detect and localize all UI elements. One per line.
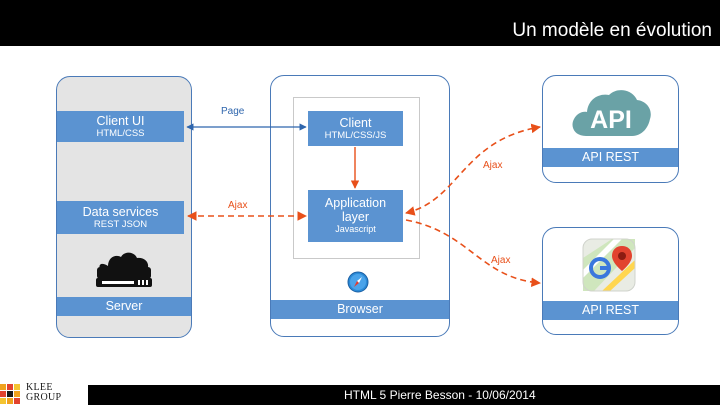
slide-title: Un modèle en évolution [512,20,712,41]
application-layer-subtitle: Javascript [335,224,376,234]
application-layer-title-1: Application [324,196,387,210]
api-logo-text: API [590,106,632,134]
data-services-box: Data services REST JSON [57,201,184,234]
logo-line2: GROUP [26,392,62,403]
cloud-api-icon: API [572,90,651,136]
browser-label: Browser [271,300,449,319]
klee-logo-mark [0,384,20,404]
ajax-label-api-top: Ajax [483,160,503,171]
api-rest-label-bottom: API REST [543,301,678,320]
client-ui-box: Client UI HTML/CSS [57,111,184,142]
api-rest-label-top: API REST [543,148,678,167]
server-icon-cloud [99,252,149,269]
page-label: Page [221,106,245,117]
ajax-label-api-bottom: Ajax [491,255,511,266]
title-bar: Un modèle en évolution [0,0,720,46]
client-ui-title: Client UI [96,114,145,128]
ajax-label-server: Ajax [228,200,248,211]
footer-text: HTML 5 Pierre Besson - 10/06/2014 [344,388,536,402]
data-services-title: Data services [82,205,159,219]
client-title: Client [339,116,372,130]
client-box: Client HTML/CSS/JS [308,111,403,146]
maps-icon [582,238,636,292]
application-layer-box: Application layer Javascript [308,190,403,242]
ajax-api-top-arrow [405,123,541,216]
data-services-subtitle: REST JSON [93,219,148,230]
logo-line1: KLEE [26,382,53,393]
client-subtitle: HTML/CSS/JS [324,130,387,141]
server-icon [96,252,152,287]
klee-group-logo: KLEE GROUP [0,382,70,405]
application-layer-title-2: layer [341,210,370,224]
client-ui-subtitle: HTML/CSS [96,128,145,139]
ajax-api-bottom-arrow [405,219,541,288]
footer-bar: HTML 5 Pierre Besson - 10/06/2014 [88,385,720,405]
server-label: Server [57,297,191,316]
compass-icon [347,271,369,293]
